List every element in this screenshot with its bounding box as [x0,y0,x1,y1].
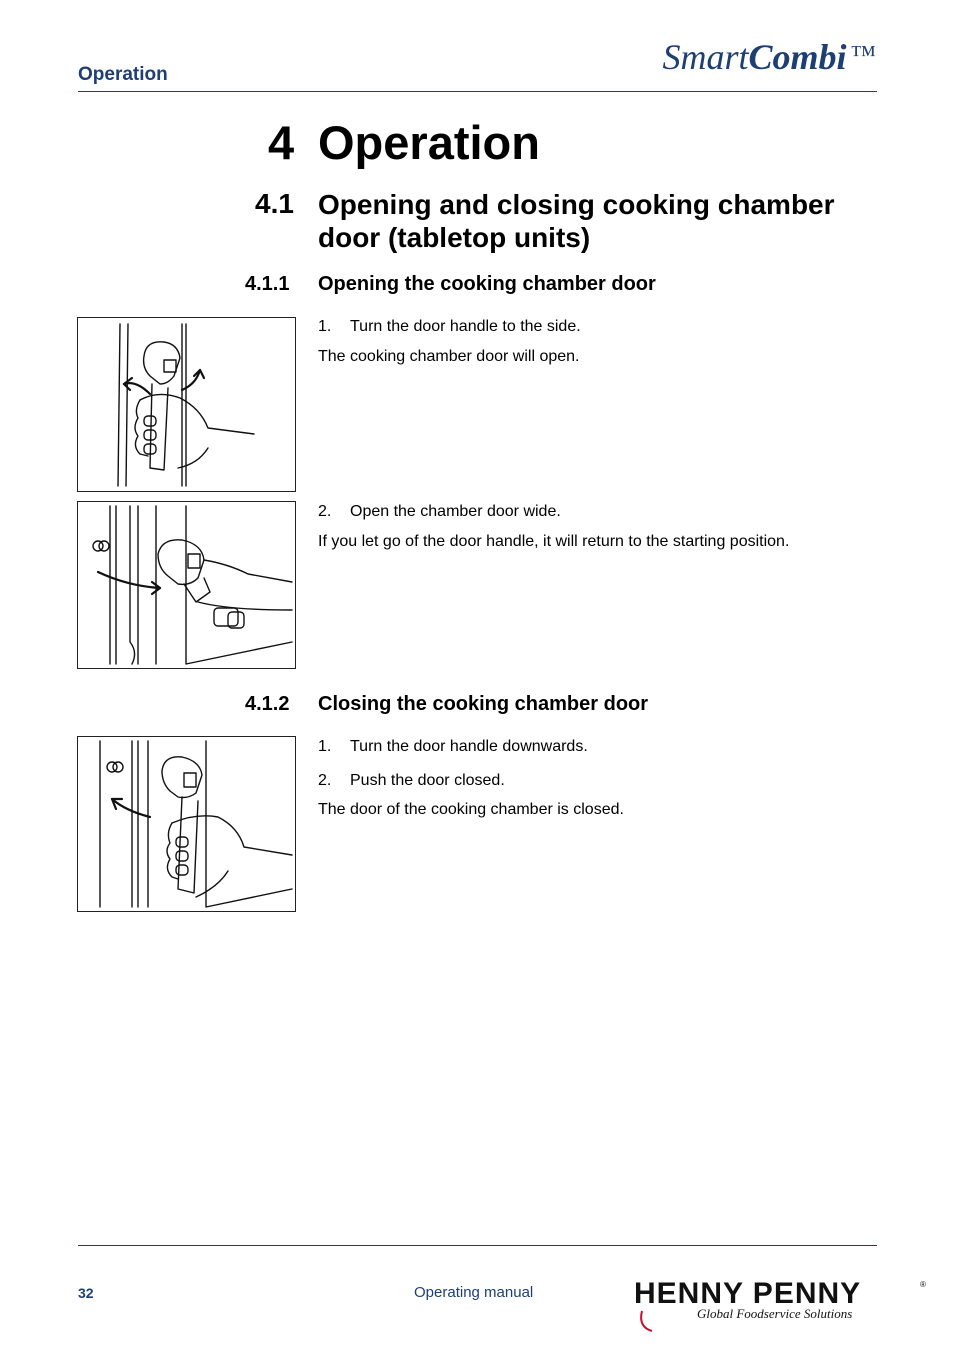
arrow-open [96,570,162,590]
step-text: Open the chamber door wide. [350,503,561,520]
step-text: Turn the door handle downwards. [350,738,588,755]
figure-turn-handle [77,317,296,492]
step-number: 1. [318,318,332,335]
page-number: 32 [78,1285,94,1301]
handle-grip [149,383,169,471]
footer-document-name: Operating manual [414,1284,534,1301]
logo-registered: ® [920,1280,926,1289]
arm-lower [197,601,293,611]
door-hinge [106,761,118,773]
hand-fist [213,607,239,627]
door-edge-line [117,323,121,487]
chapter-number: 4 [268,116,295,169]
door-hinge [92,540,104,552]
subsection-number-closing: 4.1.2 [245,693,290,715]
logo-graphic: HENNY PENNY ® Global Foodservice Solutio… [634,1277,926,1332]
section-title: Opening and closing cooking chamber door… [318,189,835,253]
step-text: Turn the door handle to the side. [350,318,581,335]
chapter-title: Operation [318,116,540,169]
header-rule [78,91,877,92]
subsection-title-closing: Closing the cooking chamber door [318,693,649,715]
arrow-close [110,797,152,819]
henny-penny-logo: HENNY PENNY ® Global Foodservice Solutio… [632,1275,932,1335]
subsection-number-opening: 4.1.1 [245,273,290,295]
running-header-section: Operation [78,64,168,85]
subsection-title-opening: Opening the cooking chamber door [318,273,656,295]
handle-head [142,341,181,385]
illustration-turn-handle [117,323,255,487]
figure-open-wide [77,501,296,669]
logo-swoosh [640,1310,653,1332]
step-result: If you let go of the door handle, it wil… [318,533,790,550]
footer-rule [78,1245,877,1246]
brand-part2: Combi [748,37,847,77]
handle-head [157,539,205,586]
step-number: 2. [318,772,332,789]
hand-outline [171,815,293,856]
handle-grip [177,796,199,894]
illustration-open-wide [92,505,293,665]
door-panel [205,740,293,908]
logo-tagline: Global Foodservice Solutions [697,1306,852,1321]
handle-head [161,756,203,799]
brand-part1: Smart [662,37,749,77]
logo-text: HENNY PENNY [634,1277,861,1310]
figure-close-door [77,736,296,912]
chapter-heading: 4 Operation [268,115,540,170]
arm-upper [203,559,293,583]
step-number: 1. [318,738,332,755]
step-result: The door of the cooking chamber is close… [318,801,624,818]
illustration-close-door [99,740,293,908]
brand-trademark: ™ [850,40,876,69]
door-panel [185,505,293,665]
step-result: The cooking chamber door will open. [318,348,580,365]
hand-outline [139,393,255,435]
step-number: 2. [318,503,332,520]
step-text: Push the door closed. [350,772,505,789]
section-number: 4.1 [255,188,294,219]
